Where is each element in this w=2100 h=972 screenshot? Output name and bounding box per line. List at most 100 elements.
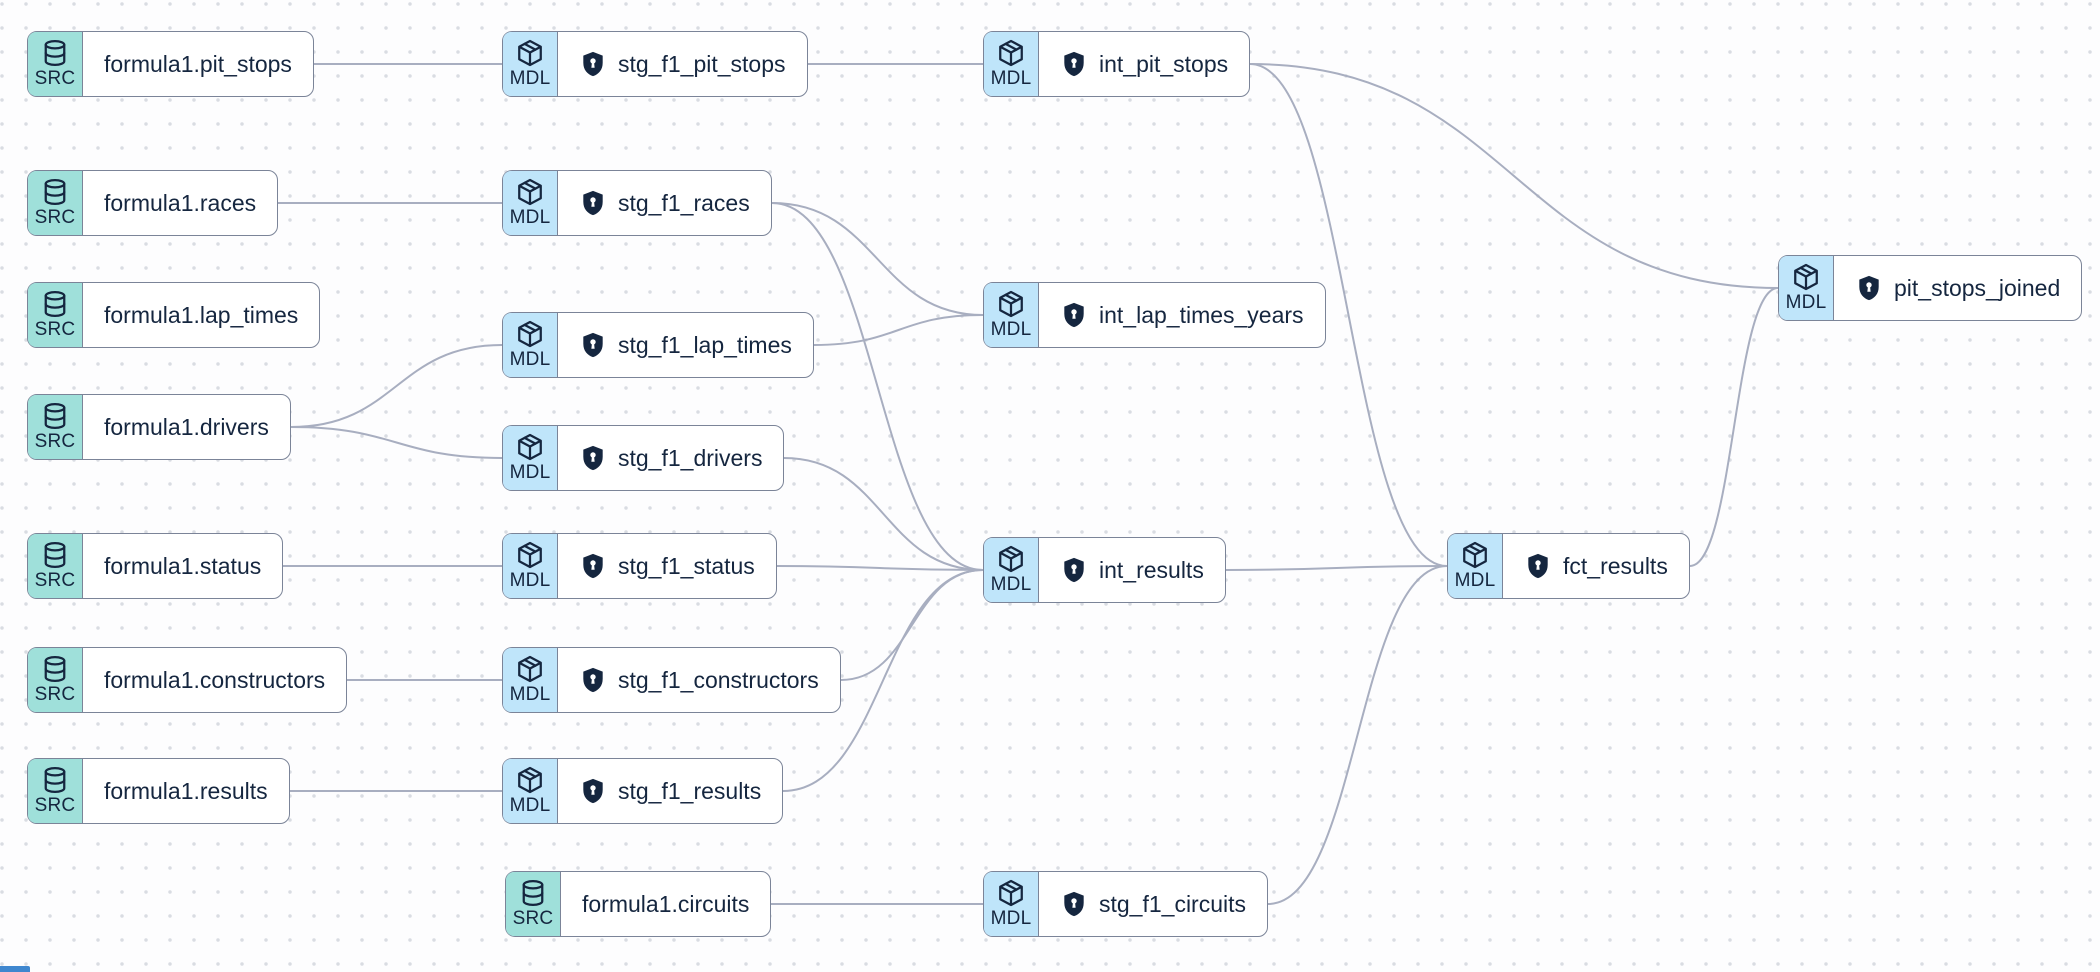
source-badge: SRC [28,171,83,235]
edge-stg_f1_drivers-to-int_results [783,457,984,571]
database-icon [522,880,544,907]
source-badge: SRC [28,32,83,96]
badge-label: MDL [990,319,1032,341]
node-formula1.races[interactable]: SRC formula1.races [27,170,279,236]
node-label: formula1.races [104,189,257,216]
cube-icon [518,320,542,348]
node-body: stg_f1_status [558,534,776,598]
cube-icon [518,433,542,461]
node-label: pit_stops_joined [1894,274,2061,301]
badge-label: SRC [34,207,76,229]
node-fct_results[interactable]: MDL fct_results [1447,533,1690,599]
node-formula1.results[interactable]: SRC formula1.results [27,758,290,824]
shield-icon [583,778,603,804]
node-body: fct_results [1503,534,1689,598]
database-icon [44,767,66,794]
model-badge: MDL [503,32,558,96]
node-body: stg_f1_constructors [558,648,840,712]
node-label: stg_f1_drivers [618,444,763,471]
shield-icon [1064,302,1084,328]
node-stg_f1_lap_times[interactable]: MDL stg_f1_lap_times [502,312,814,378]
node-body: int_pit_stops [1039,32,1249,96]
model-badge: MDL [1779,256,1834,320]
node-stg_f1_drivers[interactable]: MDL stg_f1_drivers [502,425,785,491]
node-body: formula1.constructors [83,648,346,712]
node-label: int_pit_stops [1099,50,1229,77]
node-label: formula1.status [104,552,262,579]
shield-icon [1064,51,1084,77]
badge-label: SRC [512,908,554,930]
edge-formula1.drivers-to-stg_f1_drivers [290,426,503,459]
node-body: formula1.circuits [561,872,770,936]
node-body: formula1.races [83,171,277,235]
node-body: stg_f1_results [558,759,782,823]
node-formula1.circuits[interactable]: SRC formula1.circuits [505,871,772,937]
database-icon [44,40,66,67]
node-label: formula1.lap_times [104,301,299,328]
node-int_results[interactable]: MDL int_results [983,537,1226,603]
node-label: int_results [1099,556,1204,583]
badge-label: SRC [34,431,76,453]
edge-stg_f1_status-to-int_results [776,565,984,571]
database-icon [44,403,66,430]
source-badge: SRC [28,283,83,347]
node-label: formula1.pit_stops [104,50,292,77]
node-formula1.pit_stops[interactable]: SRC formula1.pit_stops [27,31,314,97]
node-body: formula1.results [83,759,289,823]
node-body: pit_stops_joined [1834,256,2081,320]
model-badge: MDL [503,534,558,598]
model-badge: MDL [503,171,558,235]
node-body: int_results [1039,538,1225,602]
edge-stg_f1_races-to-int_lap_times_years [771,202,984,316]
cube-icon [999,290,1023,318]
shield-icon [1859,275,1879,301]
model-badge: MDL [503,648,558,712]
cutoff-blue-element [0,966,30,972]
node-label: stg_f1_circuits [1099,890,1247,917]
model-badge: MDL [503,313,558,377]
node-label: formula1.drivers [104,413,269,440]
shield-icon [583,553,603,579]
edge-stg_f1_lap_times-to-int_lap_times_years [813,314,984,346]
badge-label: MDL [509,462,551,484]
node-stg_f1_circuits[interactable]: MDL stg_f1_circuits [983,871,1269,937]
node-formula1.drivers[interactable]: SRC formula1.drivers [27,394,291,460]
source-badge: SRC [28,534,83,598]
edge-int_results-to-fct_results [1225,565,1448,571]
node-body: stg_f1_lap_times [558,313,813,377]
cube-icon [999,39,1023,67]
model-badge: MDL [984,538,1039,602]
node-formula1.lap_times[interactable]: SRC formula1.lap_times [27,282,321,348]
edge-fct_results-to-pit_stops_joined [1689,287,1779,567]
badge-label: MDL [509,207,551,229]
badge-label: SRC [34,684,76,706]
badge-label: MDL [1454,570,1496,592]
node-formula1.constructors[interactable]: SRC formula1.constructors [27,647,348,713]
node-label: stg_f1_lap_times [618,331,792,358]
node-pit_stops_joined[interactable]: MDL pit_stops_joined [1778,255,2083,321]
node-formula1.status[interactable]: SRC formula1.status [27,533,284,599]
database-icon [44,179,66,206]
badge-label: SRC [34,570,76,592]
node-stg_f1_results[interactable]: MDL stg_f1_results [502,758,784,824]
node-label: formula1.circuits [582,890,750,917]
edge-formula1.drivers-to-stg_f1_lap_times [290,344,503,428]
shield-icon [1064,557,1084,583]
node-body: formula1.status [83,534,282,598]
source-badge: SRC [28,759,83,823]
badge-label: SRC [34,319,76,341]
source-badge: SRC [28,648,83,712]
node-stg_f1_constructors[interactable]: MDL stg_f1_constructors [502,647,841,713]
badge-label: MDL [509,684,551,706]
badge-label: MDL [509,795,551,817]
badge-label: MDL [990,908,1032,930]
badge-label: SRC [34,795,76,817]
cube-icon [1794,263,1818,291]
